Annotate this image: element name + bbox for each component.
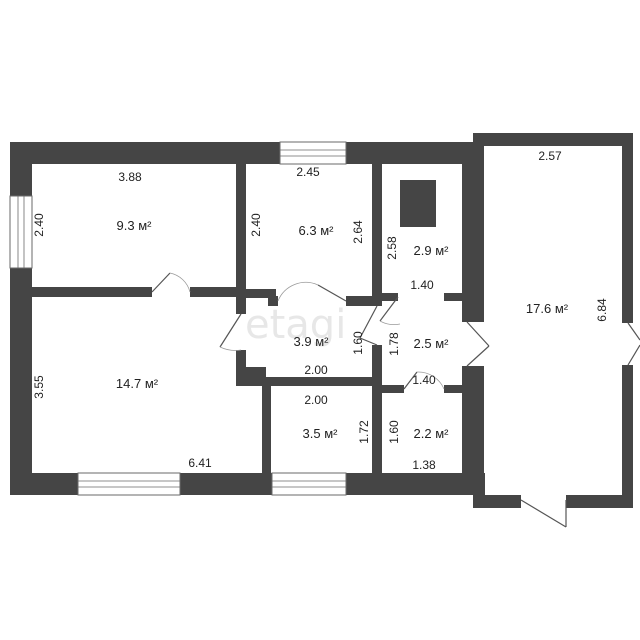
room-h-dim-top: 2.00	[304, 393, 328, 407]
room-b-area: 6.3 м²	[299, 223, 335, 238]
room-h-area: 3.5 м²	[303, 426, 339, 441]
window-top	[279, 141, 347, 165]
room-e-dim-bottom: 6.41	[188, 456, 212, 470]
wall-right	[622, 133, 633, 323]
wall-int-h1b	[190, 287, 240, 297]
room-f-dim-side: 1.60	[351, 331, 365, 355]
door-room-b	[277, 281, 347, 302]
room-d-dim-top: 2.57	[538, 149, 562, 163]
room-f-dim-bottom: 2.00	[304, 363, 328, 377]
wall-int-h1a	[32, 287, 152, 297]
wall-between-blocks	[462, 142, 484, 322]
room-g-area: 2.5 м²	[414, 336, 450, 351]
room-g-dim-bottom: 1.40	[412, 373, 436, 387]
door-room-g-left	[359, 305, 378, 346]
room-c: 2.58 2.9 м²	[385, 236, 449, 260]
window-left	[9, 195, 33, 269]
windows	[9, 141, 347, 496]
room-c-dim-side: 2.58	[385, 236, 399, 260]
room-a-area: 9.3 м²	[117, 218, 153, 233]
room-e-area: 14.7 м²	[116, 376, 159, 391]
watermark: etagi	[245, 302, 346, 348]
wall-top-right	[473, 133, 633, 146]
door-room-d-bottom	[520, 499, 567, 528]
door-room-a	[151, 272, 191, 293]
door-room-c	[379, 296, 401, 325]
room-c-area: 2.9 м²	[414, 243, 450, 258]
door-room-d-right	[627, 322, 640, 366]
wall-between-blocks-low	[462, 366, 484, 495]
room-d: 2.57 6.84 17.6 м²	[526, 149, 609, 322]
room-i-dim-side: 1.60	[387, 420, 401, 444]
room-d-dim-side: 6.84	[595, 298, 609, 322]
room-g-dim-top: 1.40	[410, 278, 434, 292]
wall-left	[10, 142, 32, 495]
wall-int-h5b	[444, 385, 464, 393]
wall-right-low	[622, 365, 633, 508]
door-room-f	[219, 313, 242, 351]
wall-bottom-right-b	[566, 495, 633, 508]
room-h-dim-side: 1.72	[357, 420, 371, 444]
door-room-g-right	[466, 321, 490, 367]
room-e: 3.55 14.7 м² 6.41	[32, 375, 212, 470]
stove-fixture	[400, 180, 436, 227]
wall-int-h4a	[382, 293, 398, 301]
wall-int-h2c	[346, 296, 382, 306]
room-g: 1.40 1.78 2.5 м² 1.40	[387, 278, 449, 387]
room-d-area: 17.6 м²	[526, 301, 569, 316]
room-b-dim-right: 2.64	[351, 220, 365, 244]
wall-int-h2a	[236, 289, 276, 298]
room-b-dim-top: 2.45	[296, 165, 320, 179]
room-f-area: 3.9 м²	[294, 334, 330, 349]
wall-top-main	[10, 142, 474, 164]
room-b: 2.45 2.40 2.64 6.3 м²	[249, 165, 365, 244]
window-bottom-left	[77, 472, 181, 496]
wall-bottom-right-a	[473, 495, 521, 508]
wall-int-h3	[236, 377, 382, 386]
wall-int-h2b	[268, 296, 278, 306]
window-bottom-mid	[271, 472, 347, 496]
wall-int-v4a	[236, 292, 246, 314]
wall-int-v2	[372, 164, 382, 306]
room-a-dim-side: 2.40	[32, 213, 46, 237]
wall-int-v1	[236, 164, 246, 292]
doors	[151, 272, 640, 528]
room-a-dim-top: 3.88	[118, 170, 142, 184]
wall-int-h5a	[382, 385, 404, 393]
room-i-area: 2.2 м²	[414, 426, 450, 441]
wall-int-v4b	[236, 350, 246, 374]
wall-int-h3-step	[236, 367, 266, 379]
room-g-dim-side: 1.78	[387, 332, 401, 356]
room-e-dim-side: 3.55	[32, 375, 46, 399]
wall-int-v3	[372, 345, 382, 475]
wall-int-h4b	[444, 293, 464, 301]
room-b-dim-left: 2.40	[249, 213, 263, 237]
room-a: 3.88 2.40 9.3 м²	[32, 170, 152, 237]
room-f: 3.9 м² 1.60 2.00	[294, 331, 365, 377]
wall-int-v5	[262, 377, 271, 475]
room-h: 2.00 3.5 м² 1.72	[303, 393, 371, 444]
room-i-dim-bottom: 1.38	[412, 458, 436, 472]
door-room-i	[403, 371, 445, 390]
room-i: 1.60 2.2 м² 1.38	[387, 420, 449, 472]
